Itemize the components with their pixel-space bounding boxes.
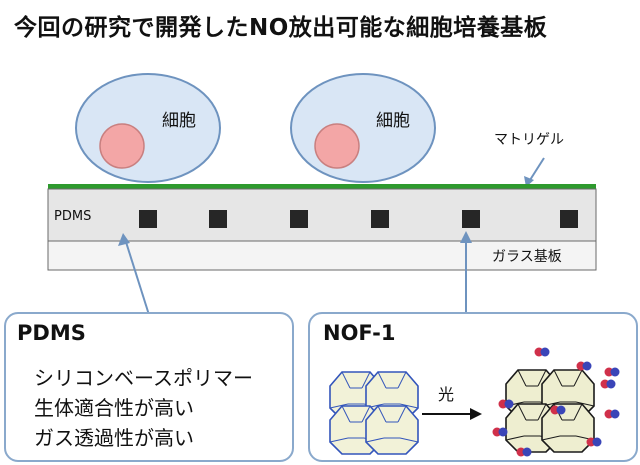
no-molecule [550, 405, 566, 415]
nof-info-box: NOF-1 [308, 312, 638, 462]
pdms-box-title: PDMS [17, 321, 86, 345]
pdms-layer [47, 188, 597, 242]
nof-particle [462, 210, 480, 228]
no-molecule [492, 427, 508, 437]
glass-label: ガラス基板 [492, 248, 562, 265]
nof-particle [560, 210, 578, 228]
no-molecule [604, 367, 620, 377]
pdms-info-box: PDMS シリコンベースポリマー 生体適合性が高い ガス透過性が高い [4, 312, 294, 462]
pdms-property-2: 生体適合性が高い [34, 396, 194, 420]
no-molecule [600, 379, 616, 389]
nof-framework-after [505, 369, 595, 453]
diagram-title: 今回の研究で開発したNO放出可能な細胞培養基板 [14, 15, 548, 41]
no-molecule [604, 409, 620, 419]
glass-layer [47, 240, 597, 271]
nof-particle [209, 210, 227, 228]
cell-1: 細胞 [75, 73, 221, 183]
nof-illustration: 光 [329, 347, 620, 457]
pdms-callout-arrowhead [118, 233, 130, 246]
nof-particle [371, 210, 389, 228]
pdms-label: PDMS [54, 209, 91, 224]
matrigel-label: マトリゲル [494, 132, 564, 148]
no-molecule [534, 347, 550, 357]
nucleus-2 [314, 123, 360, 169]
pdms-callout-arrow [125, 241, 151, 319]
nof-particle [290, 210, 308, 228]
light-arrowhead [470, 408, 482, 420]
no-molecule [576, 361, 592, 371]
no-molecule [516, 447, 532, 457]
light-label: 光 [438, 385, 454, 404]
matrigel-layer [48, 184, 596, 189]
nof-particles [139, 210, 578, 228]
nof-framework-before [329, 371, 419, 455]
no-molecule [498, 399, 514, 409]
cell-label-2: 細胞 [376, 111, 410, 131]
matrigel-arrow [529, 157, 545, 181]
nof-box-title: NOF-1 [323, 321, 396, 345]
no-molecule [586, 437, 602, 447]
pdms-property-1: シリコンベースポリマー [34, 366, 253, 390]
nof-particle [139, 210, 157, 228]
nucleus-1 [99, 123, 145, 169]
pdms-property-3: ガス透過性が高い [34, 426, 194, 450]
nof-callout-arrowhead [460, 231, 472, 243]
cell-label-1: 細胞 [162, 111, 196, 131]
cell-2: 細胞 [290, 73, 436, 183]
